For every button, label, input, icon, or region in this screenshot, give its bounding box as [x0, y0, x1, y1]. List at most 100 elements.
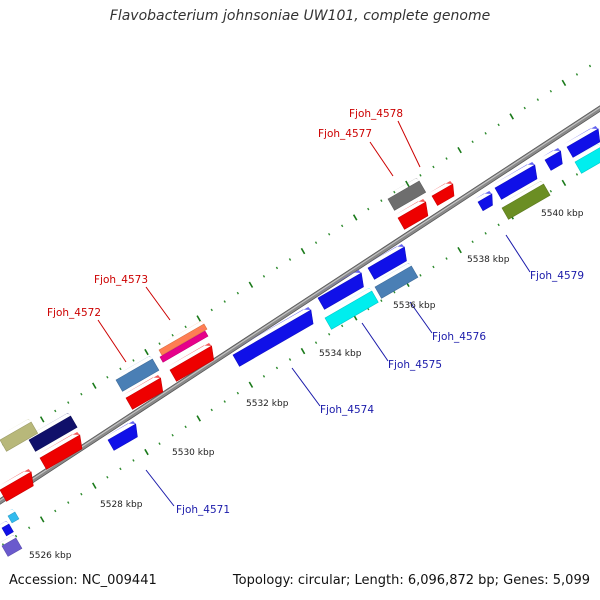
gene-feature[interactable] [230, 307, 314, 367]
gene-label[interactable]: Fjoh_4571 [176, 504, 230, 516]
inner-tick [171, 433, 174, 437]
inner-tick [340, 324, 344, 328]
gene-feature[interactable] [5, 509, 20, 524]
inner-tick [393, 290, 396, 294]
outer-tick [223, 300, 226, 303]
gene-label[interactable]: Fjoh_4576 [432, 331, 486, 343]
gene-feature[interactable] [0, 469, 34, 502]
outer-tick [380, 199, 383, 202]
gene-feature[interactable] [113, 356, 160, 392]
outer-tick [523, 106, 526, 110]
gene-feature[interactable] [542, 148, 563, 171]
gene-feature-top [105, 421, 136, 437]
gene-label[interactable]: Fjoh_4575 [388, 359, 442, 371]
gene-label[interactable]: Fjoh_4577 [318, 128, 372, 140]
gene-label[interactable]: Fjoh_4573 [94, 274, 148, 286]
outer-tick [119, 367, 122, 371]
outer-tick [327, 232, 331, 236]
outer-tick [171, 333, 174, 337]
gene-feature-body [7, 511, 20, 524]
gene-label[interactable]: Fjoh_4574 [320, 404, 374, 416]
outer-tick [457, 146, 462, 154]
gene-feature[interactable] [572, 144, 600, 174]
gene-feature[interactable] [26, 413, 78, 452]
outer-tick [288, 258, 292, 261]
gene-feature-body [158, 323, 208, 356]
gene-feature[interactable] [475, 191, 493, 212]
label-leaders [97, 120, 531, 507]
gene-feature-body [1, 523, 14, 537]
gene-feature-body [39, 434, 83, 470]
scale-label: 5534 kbp [319, 349, 362, 359]
inner-tick [27, 526, 31, 530]
inner-tick [236, 391, 240, 395]
scale-label: 5536 kbp [393, 301, 436, 311]
inner-tick [158, 442, 161, 445]
inner-tick [184, 425, 187, 429]
gene-feature-top [395, 199, 426, 215]
gene-feature[interactable] [492, 162, 538, 200]
inner-tick [196, 415, 201, 422]
inner-tick [575, 173, 579, 176]
inner-tick [288, 358, 292, 361]
gene-feature-body [115, 358, 160, 392]
gene-feature[interactable] [105, 421, 138, 451]
gene-feature[interactable] [315, 270, 364, 310]
gene-feature[interactable] [395, 199, 429, 230]
gene-feature[interactable] [0, 535, 23, 557]
gene-feature-body [28, 415, 78, 452]
gene-features[interactable] [0, 126, 600, 557]
gene-feature-body [397, 201, 429, 230]
inner-tick [92, 482, 97, 489]
gene-feature[interactable] [0, 419, 39, 452]
gene-feature-top [37, 432, 80, 455]
gene-feature[interactable] [429, 181, 455, 206]
outer-tick [419, 174, 422, 177]
gene-feature[interactable] [322, 288, 379, 330]
gene-feature[interactable] [167, 343, 215, 382]
outer-tick [236, 291, 240, 295]
gene-feature[interactable] [499, 181, 551, 220]
outer-tick [39, 416, 45, 423]
gene-label[interactable]: Fjoh_4578 [349, 108, 403, 120]
outer-tick [561, 79, 567, 87]
gene-feature[interactable] [385, 178, 427, 211]
inner-tick [106, 475, 109, 479]
gene-feature[interactable] [123, 375, 164, 410]
scale-label: 5538 kbp [467, 255, 510, 265]
gene-feature[interactable] [372, 263, 419, 299]
inner-tick [67, 501, 70, 504]
inner-tick [223, 400, 226, 403]
gene-feature-body [544, 150, 563, 171]
gene-labels[interactable]: Fjoh_4572 Fjoh_4573 Fjoh_4577 Fjoh_4578Fjoh… [47, 108, 584, 516]
gene-feature-body [477, 193, 493, 212]
inner-tick [300, 347, 306, 355]
outer-tick [575, 73, 579, 76]
gene-label[interactable]: Fjoh_4572 [47, 307, 101, 319]
gene-feature-body [0, 471, 34, 502]
inner-tick [327, 332, 331, 336]
inner-tick [432, 265, 435, 269]
gene-feature[interactable] [156, 321, 208, 356]
outer-tick [471, 140, 474, 144]
gene-feature-body [317, 272, 364, 310]
gene-feature-top [542, 148, 561, 157]
outer-tick [67, 401, 70, 404]
gene-feature-top [167, 343, 212, 367]
inner-tick [457, 246, 462, 254]
gene-feature[interactable] [564, 126, 600, 158]
gene-feature[interactable] [0, 521, 14, 537]
gene-feature-body [574, 147, 600, 174]
gene-feature[interactable] [365, 244, 407, 280]
gene-feature[interactable] [157, 328, 209, 363]
gene-feature[interactable] [37, 432, 83, 470]
gene-label[interactable]: Fjoh_4579 [530, 270, 584, 282]
outer-tick [275, 266, 279, 270]
gene-feature-body [125, 377, 164, 410]
inner-tick [80, 492, 83, 496]
outer-tick [497, 123, 500, 127]
inner-tick [561, 179, 567, 187]
gene-feature-body [324, 290, 379, 330]
outer-tick [210, 308, 213, 312]
